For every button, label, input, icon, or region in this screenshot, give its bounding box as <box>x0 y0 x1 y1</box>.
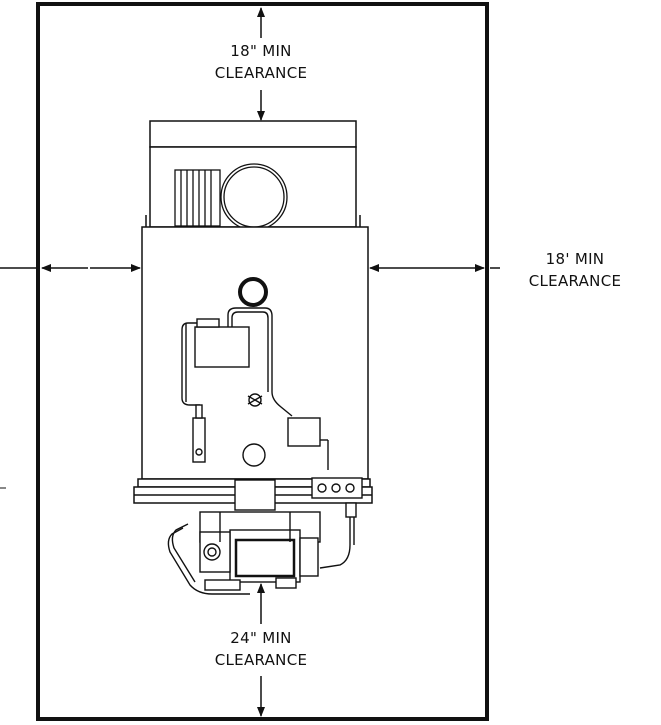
side-clearance-line1: 18' MIN <box>545 250 605 268</box>
boiler-components <box>181 277 363 569</box>
side-clearance-line2: CLEARANCE <box>528 272 622 290</box>
burner-assembly <box>167 479 321 595</box>
bottom-clearance-line1: 24" MIN <box>230 629 292 647</box>
flue-collar <box>174 163 288 231</box>
top-clearance-line2: CLEARANCE <box>214 64 308 82</box>
enclosure-border <box>36 2 489 721</box>
side-clearance-label: 18' MIN CLEARANCE <box>500 248 650 292</box>
bottom-clearance-line2: CLEARANCE <box>214 651 308 669</box>
sight-glass-icon <box>238 277 268 307</box>
control-box <box>194 326 250 368</box>
top-clearance-line1: 18" MIN <box>230 42 292 60</box>
inspection-port <box>242 443 266 467</box>
pressure-switch <box>287 417 321 447</box>
bottom-clearance-label: 24" MIN CLEARANCE <box>195 627 327 671</box>
top-clearance-label: 18" MIN CLEARANCE <box>195 40 327 84</box>
